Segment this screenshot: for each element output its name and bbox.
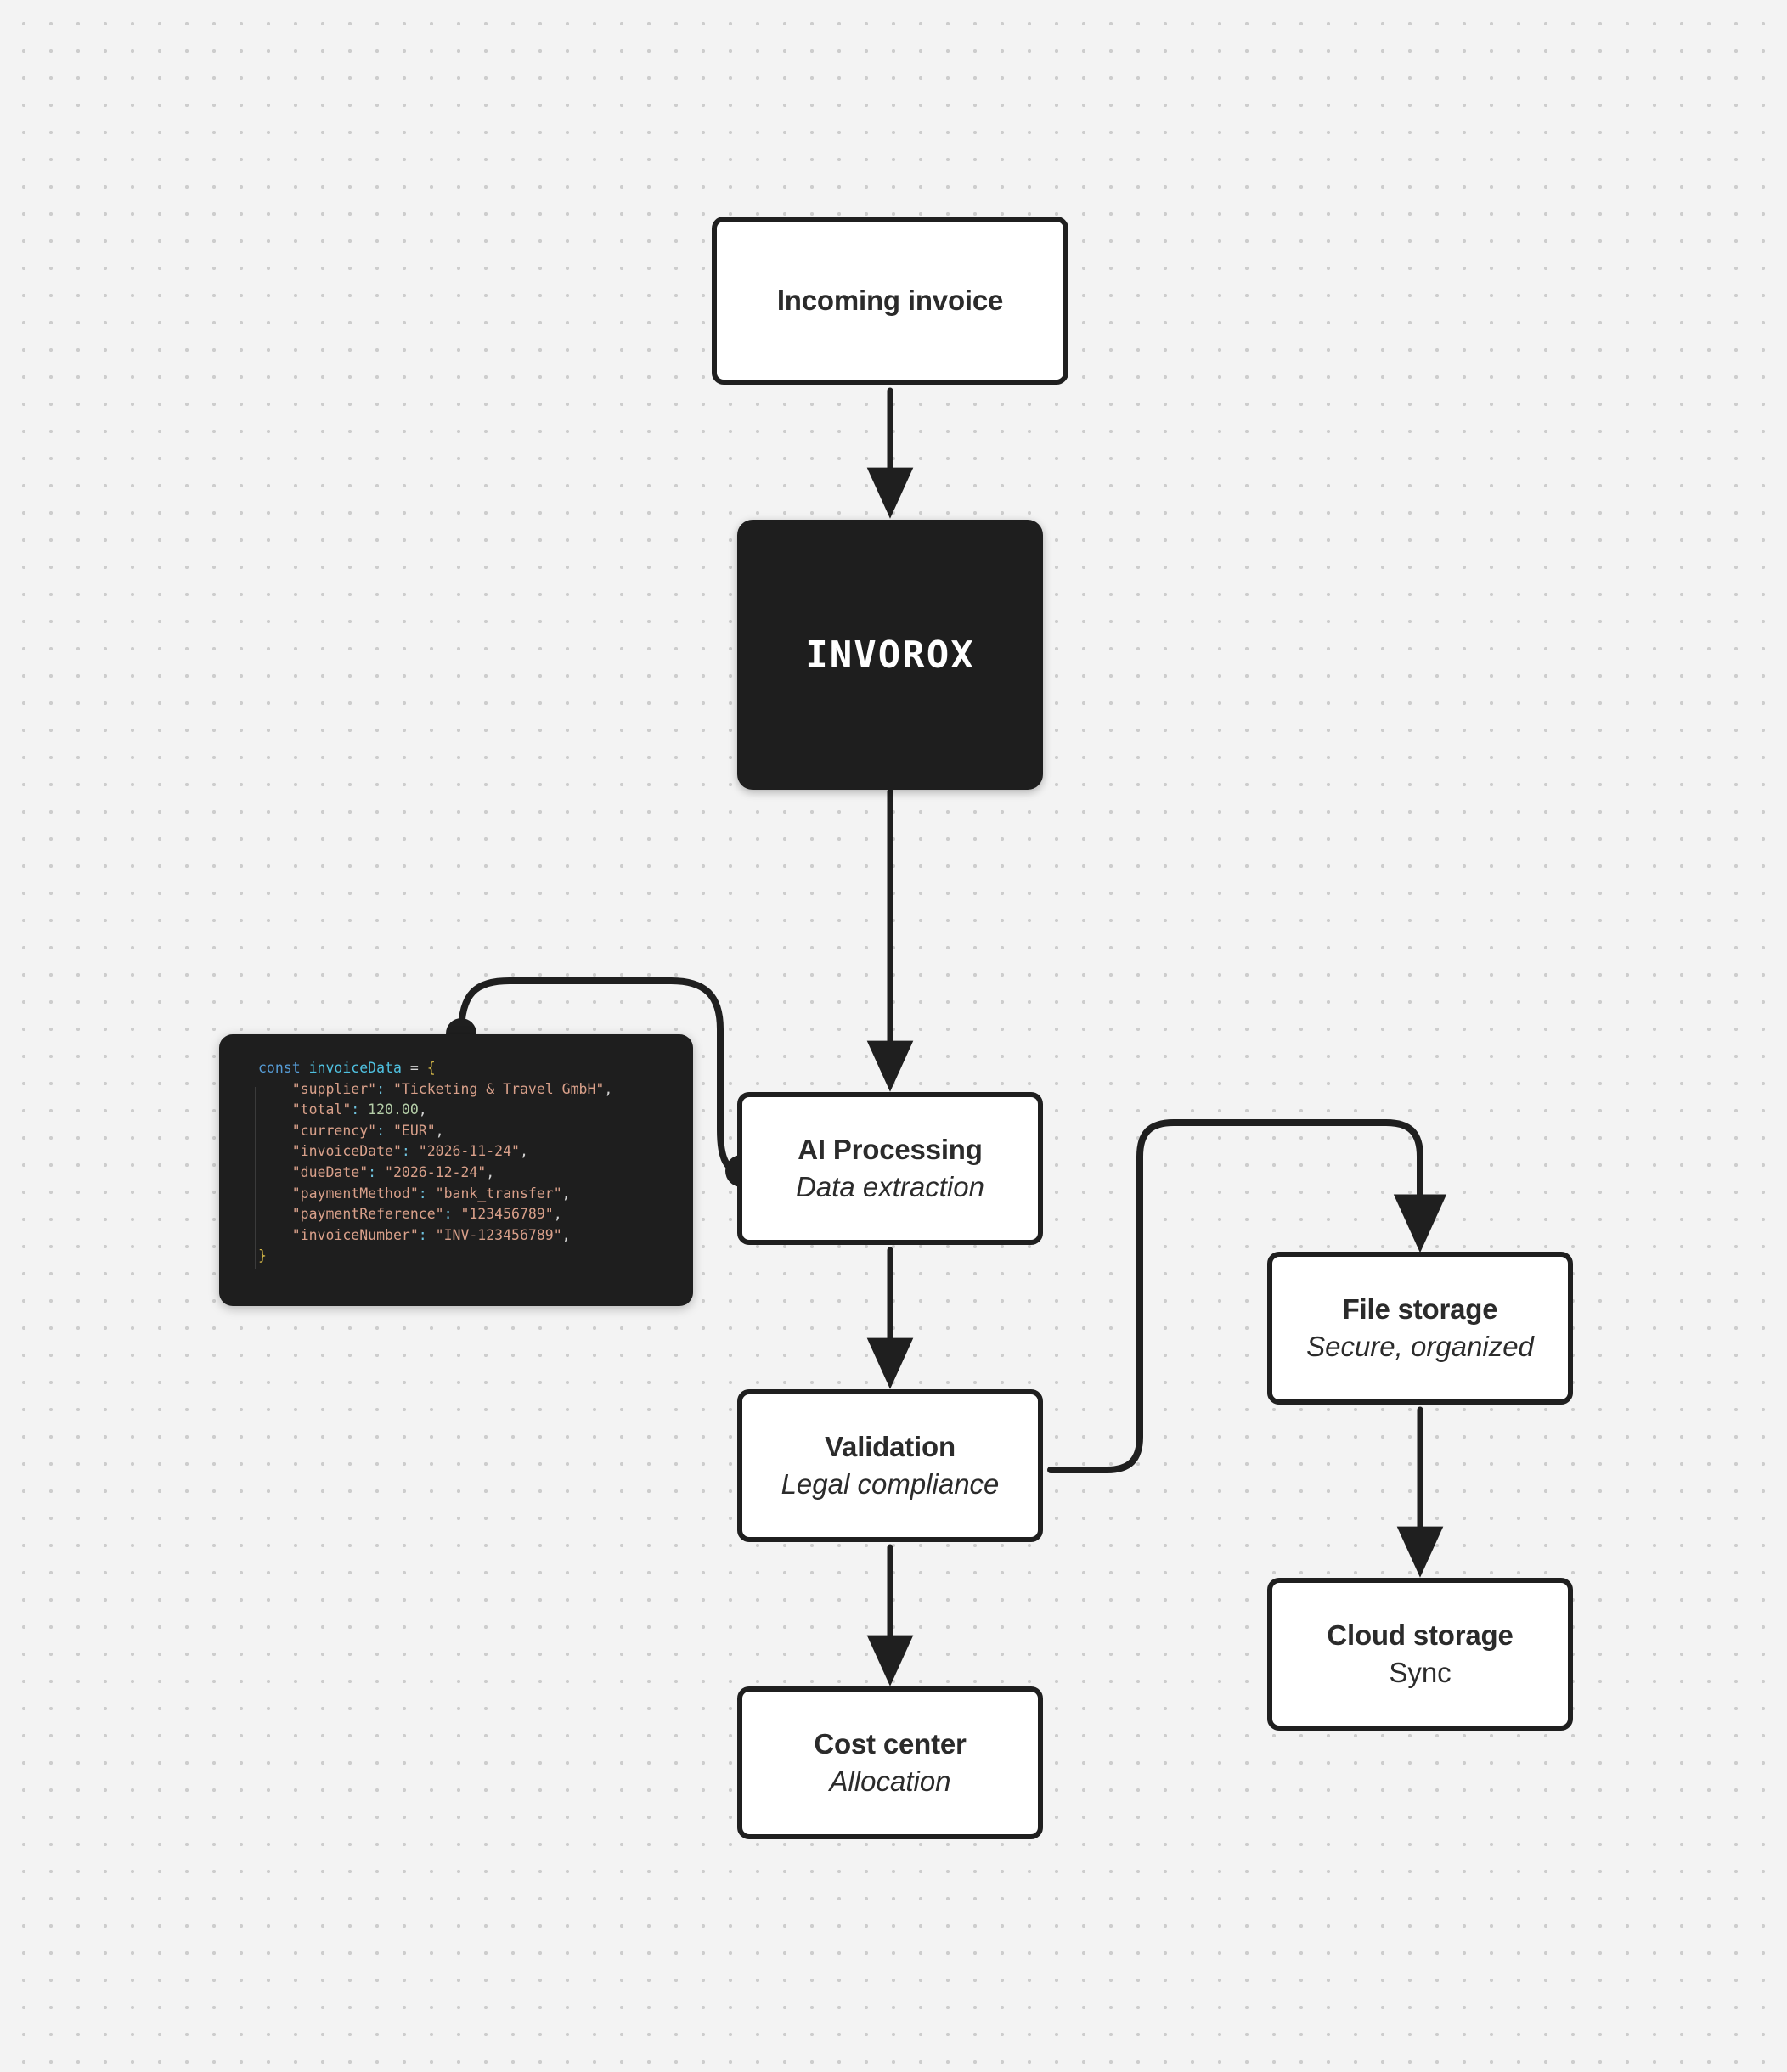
- node-incoming-invoice[interactable]: Incoming invoice: [712, 217, 1068, 385]
- node-subtitle: Secure, organized: [1306, 1331, 1534, 1362]
- node-subtitle: Allocation: [829, 1765, 951, 1797]
- node-subtitle: Legal compliance: [781, 1468, 1000, 1500]
- node-title: File storage: [1342, 1292, 1498, 1325]
- node-title: Incoming invoice: [776, 284, 1004, 316]
- code-snippet-card[interactable]: const invoiceData = { "supplier": "Ticke…: [219, 1034, 693, 1306]
- node-file-storage[interactable]: File storage Secure, organized: [1267, 1252, 1573, 1405]
- brand-label: INVOROX: [805, 633, 975, 677]
- node-ai-processing[interactable]: AI Processing Data extraction: [737, 1092, 1043, 1245]
- node-subtitle: Data extraction: [796, 1171, 984, 1202]
- node-cost-center[interactable]: Cost center Allocation: [737, 1686, 1043, 1839]
- node-validation[interactable]: Validation Legal compliance: [737, 1389, 1043, 1542]
- node-subtitle: Sync: [1389, 1657, 1452, 1688]
- node-title: AI Processing: [798, 1133, 983, 1165]
- code-block: const invoiceData = { "supplier": "Ticke…: [258, 1060, 613, 1264]
- node-title: Validation: [825, 1430, 956, 1462]
- node-title: Cost center: [814, 1727, 967, 1760]
- node-title: Cloud storage: [1327, 1619, 1514, 1651]
- node-invorox-brand[interactable]: INVOROX: [737, 520, 1043, 790]
- node-cloud-storage[interactable]: Cloud storage Sync: [1267, 1578, 1573, 1731]
